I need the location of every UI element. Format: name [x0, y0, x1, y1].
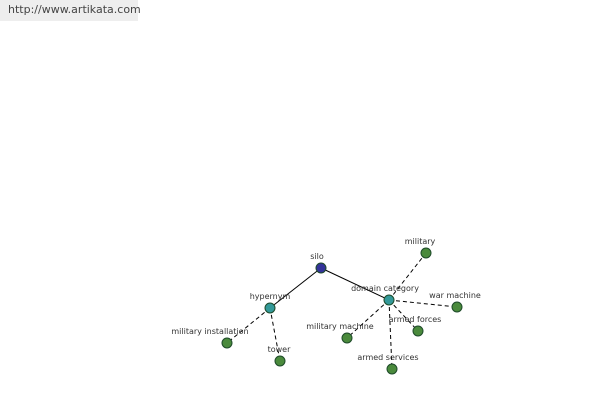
label-leaf-armed-forces[interactable]: armed forces — [389, 315, 442, 324]
edge-root-hypernym — [269, 267, 322, 309]
node-leaf-military-installation[interactable] — [221, 337, 233, 349]
graph-labels: silo hypernym military installation tower do… — [171, 237, 481, 362]
node-relation-domain-category[interactable] — [383, 294, 395, 306]
node-leaf-war-machine[interactable] — [451, 301, 463, 313]
edge-hypernym-military-installation — [226, 307, 271, 344]
edge-domain-category-military-machine — [346, 299, 390, 339]
edge-domain-category-armed-services — [388, 299, 393, 370]
source-link[interactable]: http://www.artikata.com — [0, 0, 141, 21]
edge-domain-category-war-machine — [388, 299, 458, 308]
edge-root-domain-category — [320, 267, 390, 301]
graph-nodes — [221, 247, 463, 375]
node-root-silo[interactable] — [315, 262, 327, 274]
node-leaf-tower[interactable] — [274, 355, 286, 367]
graph-edges — [226, 252, 458, 370]
node-leaf-armed-forces[interactable] — [412, 325, 424, 337]
label-leaf-military[interactable]: military — [405, 237, 436, 246]
edge-domain-category-armed-forces — [388, 299, 419, 332]
edge-hypernym-tower — [269, 307, 281, 362]
label-leaf-military-installation[interactable]: military installation — [171, 327, 248, 336]
node-leaf-military[interactable] — [420, 247, 432, 259]
edge-domain-category-military — [388, 252, 427, 301]
label-leaf-military-machine[interactable]: military machine — [306, 322, 374, 331]
label-leaf-armed-services[interactable]: armed services — [357, 353, 418, 362]
label-leaf-tower[interactable]: tower — [268, 345, 291, 354]
label-relation-domain-category[interactable]: domain category — [351, 284, 419, 293]
node-relation-hypernym[interactable] — [264, 302, 276, 314]
node-leaf-military-machine[interactable] — [341, 332, 353, 344]
label-root-silo[interactable]: silo — [310, 252, 324, 261]
node-leaf-armed-services[interactable] — [386, 363, 398, 375]
label-leaf-war-machine[interactable]: war machine — [429, 291, 481, 300]
label-relation-hypernym[interactable]: hypernym — [250, 292, 291, 301]
